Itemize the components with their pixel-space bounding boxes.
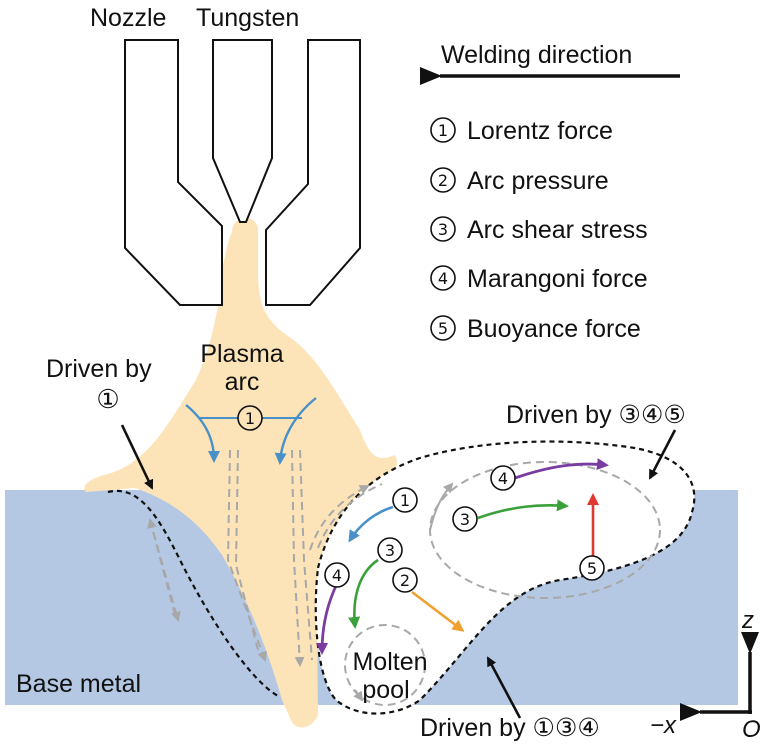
legend-item-buoyancy: 5 Buoyance force [430, 315, 641, 343]
svg-text:1: 1 [245, 409, 255, 428]
nozzle-right [265, 39, 361, 306]
pool-pressure-arrow [411, 590, 465, 632]
driven-by-bottom-label: Driven by ①③④ [420, 714, 600, 742]
tungsten-label: Tungsten [196, 4, 299, 32]
molten-pool-label-line1: Molten [352, 648, 427, 676]
legend-num: 1 [438, 121, 448, 140]
svg-text:5: 5 [587, 559, 597, 578]
welding-direction-label: Welding direction [441, 41, 632, 69]
pool-shear-right-arrow [477, 499, 569, 520]
marker-pool-marangoni-top: 4 [490, 465, 516, 491]
arc-lorentz-arrow-left [185, 404, 220, 463]
legend-item-shear: 3 Arc shear stress [430, 216, 648, 244]
pool-lorentz-arrow [348, 505, 394, 543]
axis-x-label: −x [650, 712, 677, 739]
driven-by-right-label: Driven by ③④⑤ [506, 401, 686, 429]
svg-text:3: 3 [460, 510, 470, 529]
arc-lorentz-arrow-right [274, 397, 317, 465]
flow-loop-left [344, 624, 426, 706]
marker-pool-marangoni-left: 4 [324, 562, 350, 588]
legend-num: 4 [438, 269, 448, 288]
legend-text: Marangoni force [467, 265, 648, 293]
molten-pool-label-line2: pool [362, 676, 409, 704]
nozzle-label: Nozzle [90, 4, 166, 32]
force-legend: 1 Lorentz force 2 Arc pressure 3 Arc she… [430, 117, 648, 343]
pointer-left-arrow [120, 424, 154, 490]
pool-shear-left-arrow [348, 558, 379, 629]
keyhole-boundary [107, 489, 279, 697]
legend-item-pressure: 2 Arc pressure [430, 167, 609, 195]
svg-text:4: 4 [498, 469, 508, 488]
legend-num: 5 [438, 319, 448, 338]
marker-pool-shear-right: 3 [452, 506, 478, 532]
marker-pool-buoyancy: 5 [579, 555, 605, 581]
arc-flow-lines [147, 449, 383, 667]
tungsten-electrode [212, 39, 273, 223]
svg-text:4: 4 [332, 566, 342, 585]
plasma-arc-label-line2: arc [225, 368, 260, 396]
driven-by-left-line2: ① [96, 384, 119, 414]
driven-by-left-line1: Driven by [46, 355, 152, 383]
flow-loop-arrow [429, 482, 454, 531]
svg-text:3: 3 [385, 541, 395, 560]
legend-text: Arc shear stress [467, 216, 648, 244]
legend-text: Arc pressure [467, 167, 609, 195]
legend-text: Lorentz force [467, 117, 613, 145]
svg-text:1: 1 [400, 491, 410, 510]
svg-text:2: 2 [400, 571, 410, 590]
pointer-bottom-arrow [486, 656, 522, 719]
legend-text: Buoyance force [467, 315, 641, 343]
base-metal-label: Base metal [16, 670, 141, 698]
pool-marangoni-top-arrow [514, 458, 609, 480]
axis-origin-label: O [742, 716, 761, 743]
marker-arc-lorentz: 1 [237, 405, 263, 431]
pointer-right-arrow [648, 429, 677, 480]
axis-z-label: z [741, 607, 754, 634]
plasma-arc-label-line1: Plasma [200, 340, 283, 368]
marker-pool-shear-left: 3 [377, 537, 403, 563]
nozzle-left [124, 39, 223, 306]
legend-item-marangoni: 4 Marangoni force [430, 265, 648, 293]
legend-num: 2 [438, 171, 448, 190]
flow-loop-left-arrow [353, 689, 364, 702]
marker-pool-lorentz: 1 [392, 487, 418, 513]
legend-item-lorentz: 1 Lorentz force [430, 117, 613, 145]
marker-pool-pressure: 2 [392, 567, 418, 593]
legend-num: 3 [438, 220, 448, 239]
